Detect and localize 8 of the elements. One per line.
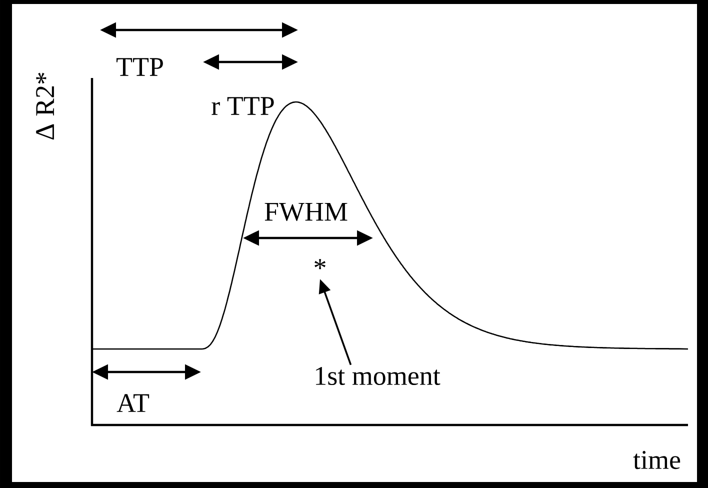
asterisk-marker: * (314, 259, 326, 270)
dimension-label: FWHM (264, 202, 348, 222)
dimension-label: AT (116, 394, 150, 412)
annotation-text: 1st moment (316, 366, 440, 386)
axis-label: Δ R2* (36, 72, 54, 140)
axis-label: time (633, 450, 680, 470)
dimension-label: TTP (116, 58, 163, 76)
dimension-label: r TTP (212, 97, 274, 115)
